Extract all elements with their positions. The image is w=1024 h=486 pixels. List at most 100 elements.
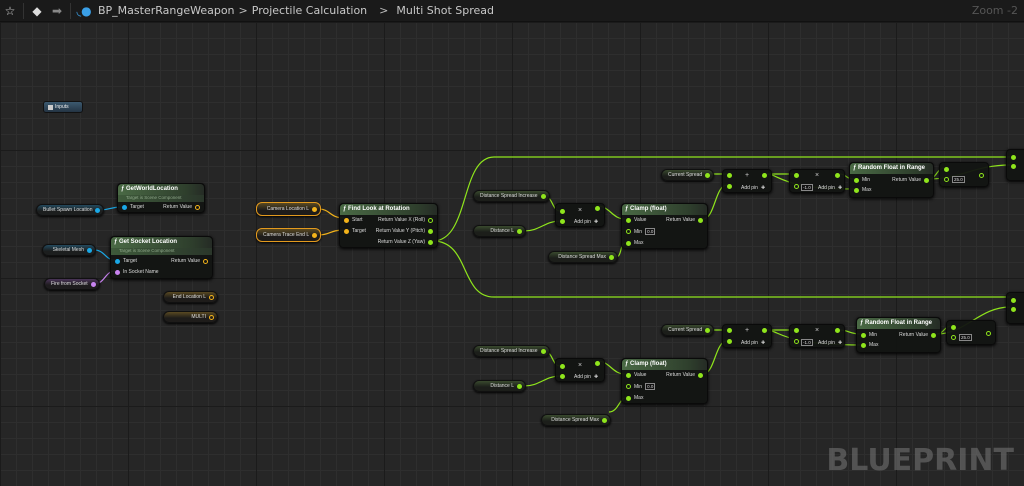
- pin[interactable]: [794, 173, 799, 178]
- pin[interactable]: [312, 206, 317, 212]
- pin[interactable]: [951, 325, 956, 330]
- pin[interactable]: [762, 328, 767, 333]
- pin[interactable]: [931, 332, 936, 338]
- multiply-node[interactable]: × Add pin✚: [555, 358, 605, 382]
- pin[interactable]: [698, 372, 703, 378]
- var-camera-location[interactable]: Camera Location L: [256, 202, 321, 216]
- add-node[interactable]: + Add pin✚: [722, 169, 772, 193]
- breadcrumb-graph[interactable]: Projectile Calculation: [251, 4, 368, 17]
- pin[interactable]: [428, 239, 433, 245]
- pin[interactable]: [705, 327, 711, 333]
- pin[interactable]: [1011, 298, 1016, 303]
- add-pin-button[interactable]: Add pin: [818, 340, 835, 346]
- pin[interactable]: [727, 184, 732, 189]
- pin[interactable]: [122, 204, 127, 210]
- pin[interactable]: [344, 228, 349, 234]
- pin[interactable]: [727, 339, 732, 344]
- pin[interactable]: [794, 184, 799, 189]
- pin[interactable]: [705, 172, 711, 178]
- pin[interactable]: [560, 209, 565, 214]
- var-multi[interactable]: MULTI: [163, 311, 218, 323]
- pin[interactable]: [1011, 155, 1016, 160]
- offscreen-node[interactable]: [1006, 292, 1024, 324]
- pin[interactable]: [595, 361, 600, 366]
- pin[interactable]: [698, 217, 703, 223]
- pin[interactable]: [854, 187, 859, 193]
- pin[interactable]: [602, 417, 607, 423]
- random-float-in-range-node[interactable]: ƒ Random Float in Range Min Max Return V…: [849, 162, 934, 198]
- pin[interactable]: [87, 247, 92, 253]
- value-input[interactable]: 25.0: [959, 334, 972, 341]
- pin[interactable]: [854, 177, 859, 183]
- back-arrow-icon[interactable]: ◆: [32, 3, 42, 18]
- pin[interactable]: [727, 173, 732, 178]
- pin[interactable]: [428, 228, 433, 234]
- var-fire-from-socket[interactable]: Fire from Socket: [44, 278, 100, 290]
- pin[interactable]: [560, 364, 565, 369]
- pin[interactable]: [209, 294, 214, 300]
- star-icon[interactable]: ☆: [4, 3, 16, 18]
- pin[interactable]: [344, 217, 349, 223]
- min-input[interactable]: 0.0: [645, 228, 656, 235]
- pin[interactable]: [762, 173, 767, 178]
- pin[interactable]: [609, 254, 614, 260]
- get-socket-location-node[interactable]: ƒ Get Socket Location Target is Scene Co…: [110, 236, 213, 279]
- offscreen-node[interactable]: [1006, 149, 1024, 181]
- breadcrumb-blueprint[interactable]: BP_MasterRangeWeapon: [98, 4, 235, 17]
- pin[interactable]: [861, 342, 866, 348]
- pin[interactable]: [540, 348, 546, 354]
- var-distance[interactable]: Distance L: [473, 380, 526, 392]
- var-distance-spread-max[interactable]: Distance Spread Max: [548, 251, 618, 263]
- pin[interactable]: [626, 395, 631, 401]
- pin[interactable]: [312, 232, 318, 238]
- add-node[interactable]: + Add pin✚: [722, 324, 772, 348]
- var-distance-spread-increase[interactable]: Distance Spread Increase: [473, 190, 550, 202]
- var-distance-spread-max[interactable]: Distance Spread Max: [541, 414, 611, 426]
- var-current-spread[interactable]: Current Spread: [661, 169, 715, 181]
- pin[interactable]: [1011, 307, 1016, 312]
- multiply-scale-node[interactable]: 25.0: [946, 320, 996, 345]
- breadcrumb-function[interactable]: Multi Shot Spread: [396, 4, 494, 17]
- pin[interactable]: [95, 207, 101, 213]
- var-distance[interactable]: Distance L: [473, 225, 526, 237]
- add-pin-button[interactable]: Add pin: [574, 374, 591, 380]
- pin[interactable]: [540, 193, 546, 199]
- pin[interactable]: [560, 374, 565, 379]
- random-float-in-range-node[interactable]: ƒ Random Float in Range Min Max Return V…: [856, 317, 941, 353]
- pin[interactable]: [560, 219, 565, 224]
- var-current-spread[interactable]: Current Spread: [661, 324, 715, 336]
- pin[interactable]: [626, 372, 631, 378]
- pin[interactable]: [924, 177, 929, 183]
- add-pin-button[interactable]: Add pin: [818, 185, 835, 191]
- pin[interactable]: [1011, 164, 1016, 169]
- var-skeletal-mesh[interactable]: Skeletal Mesh: [42, 244, 96, 256]
- graph-canvas[interactable]: [0, 22, 1024, 486]
- pin[interactable]: [195, 204, 200, 210]
- pin[interactable]: [626, 240, 631, 246]
- pin[interactable]: [428, 217, 433, 223]
- var-distance-spread-increase[interactable]: Distance Spread Increase: [473, 345, 550, 357]
- pin[interactable]: [626, 229, 631, 234]
- pin[interactable]: [794, 328, 799, 333]
- var-camera-trace-end[interactable]: Camera Trace End L: [256, 228, 322, 242]
- add-pin-button[interactable]: Add pin: [741, 340, 758, 346]
- pin[interactable]: [209, 314, 214, 320]
- inputs-node[interactable]: Inputs: [43, 101, 83, 113]
- value-input[interactable]: -1.0: [801, 184, 813, 191]
- multiply-node[interactable]: × Add pin✚: [555, 203, 605, 227]
- forward-arrow-icon[interactable]: ➡: [51, 3, 63, 18]
- pin[interactable]: [727, 328, 732, 333]
- pin[interactable]: [951, 335, 956, 340]
- pin[interactable]: [595, 206, 600, 211]
- multiply-negate-node[interactable]: -1.0 × Add pin✚: [789, 169, 845, 193]
- pin[interactable]: [203, 258, 208, 264]
- pin[interactable]: [944, 167, 949, 172]
- pin[interactable]: [626, 217, 631, 223]
- pin[interactable]: [115, 269, 120, 275]
- pin[interactable]: [944, 177, 949, 182]
- min-input[interactable]: 0.0: [645, 383, 656, 390]
- add-pin-button[interactable]: Add pin: [574, 219, 591, 225]
- pin[interactable]: [861, 332, 866, 338]
- get-world-location-node[interactable]: ƒ GetWorldLocation Target is Scene Compo…: [117, 183, 205, 213]
